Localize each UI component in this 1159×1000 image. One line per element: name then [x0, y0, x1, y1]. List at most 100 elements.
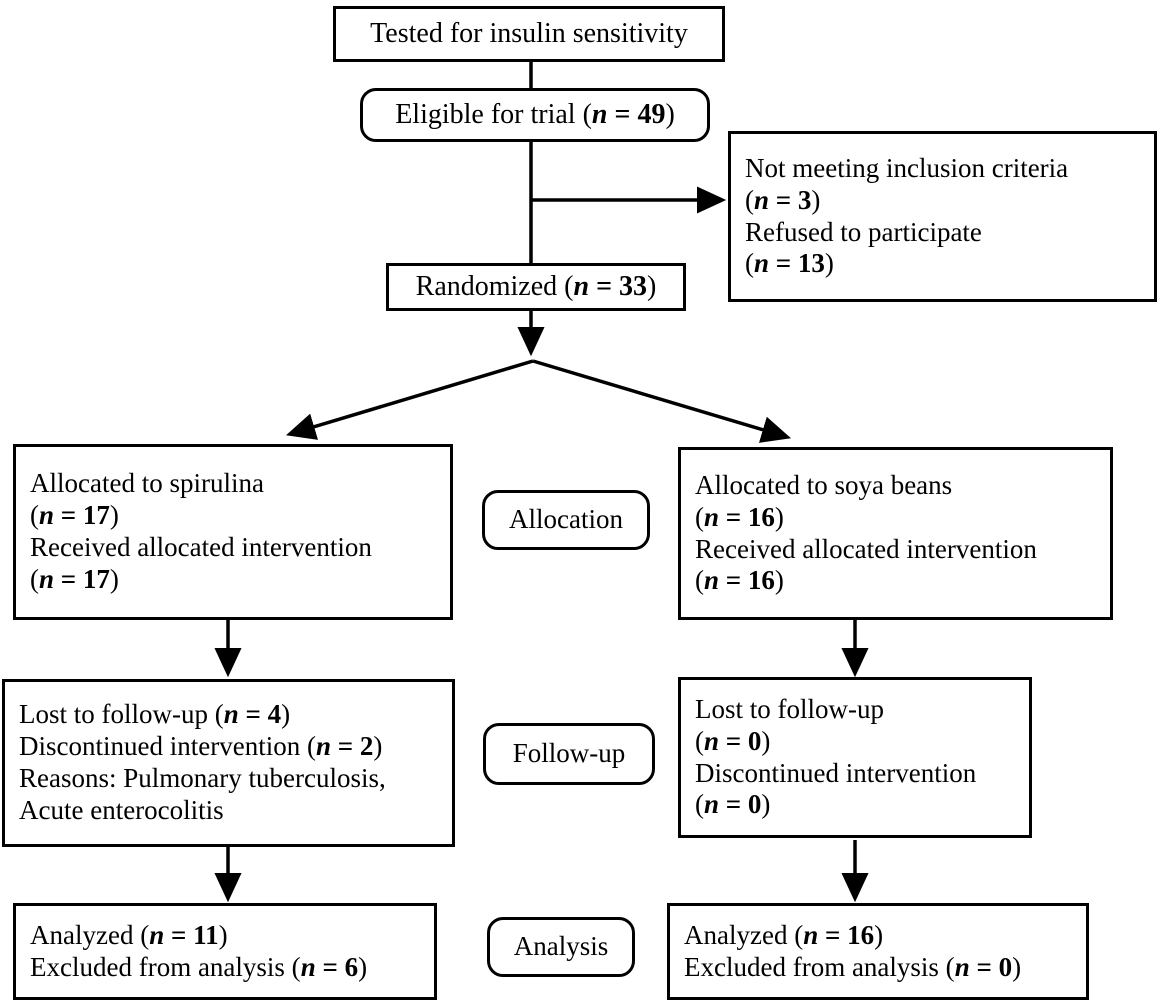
paren-close: ): [358, 951, 368, 982]
stage-label-follow-up-text: Follow-up: [512, 738, 626, 769]
paren-close: ): [774, 565, 784, 596]
paren-close: ): [1012, 951, 1022, 982]
soya-excluded-count: 0: [998, 951, 1013, 982]
equals-sign: =: [607, 99, 638, 131]
stage-label-follow-up: Follow-up: [483, 723, 655, 785]
equals-sign: =: [969, 951, 999, 982]
n-symbol: n: [315, 731, 331, 762]
paren-close: ): [665, 99, 675, 131]
stage-label-analysis-text: Analysis: [513, 931, 609, 962]
follow-up-spirulina-box: Lost to follow-up (n = 4) Discontinued i…: [2, 679, 455, 847]
analysis-left-line-1: Analyzed (n = 11): [16, 920, 228, 952]
spirulina-allocated-count: 17: [82, 500, 110, 531]
paren-close: ): [811, 184, 821, 215]
analysis-left-line-2: Excluded from analysis (n = 6): [16, 952, 367, 984]
paren-open: (: [695, 725, 704, 756]
spirulina-received-count: 17: [82, 563, 110, 594]
stage-label-analysis: Analysis: [487, 917, 635, 977]
n-symbol: n: [39, 500, 55, 531]
paren-close: ): [109, 500, 119, 531]
n-symbol: n: [704, 501, 720, 532]
alloc-left-line-2: (n = 17): [16, 500, 119, 532]
excluded-line-4: (n = 13): [731, 248, 834, 280]
alloc-right-line-3: Received allocated intervention: [695, 533, 1037, 564]
paren-close: ): [647, 271, 657, 303]
excluded-line-1: Not meeting inclusion criteria: [745, 152, 1069, 183]
follow-left-line-4: Acute enterocolitis: [19, 794, 224, 825]
follow-left-line-2: Discontinued intervention (n = 2): [5, 731, 382, 763]
soya-lost-count: 0: [747, 725, 762, 756]
paren-close: ): [824, 248, 834, 279]
refused-to-participate-count: 13: [797, 248, 825, 279]
n-symbol: n: [704, 789, 720, 820]
paren-open: (: [30, 563, 39, 594]
spirulina-analyzed-count: 11: [193, 919, 219, 950]
spirulina-discontinued-count: 2: [359, 731, 374, 762]
paren-close: ): [874, 919, 884, 950]
soya-analyzed-count: 16: [847, 919, 875, 950]
follow-right-line-3: Discontinued intervention: [695, 757, 977, 788]
equals-sign: =: [818, 919, 848, 950]
stage-label-allocation-text: Allocation: [509, 504, 623, 535]
analyzed-text: Analyzed (: [30, 919, 150, 950]
n-symbol: n: [573, 271, 590, 303]
follow-left-line-1: Lost to follow-up (n = 4): [5, 699, 290, 731]
analysis-soya-beans-box: Analyzed (n = 16) Excluded from analysis…: [667, 903, 1089, 1000]
equals-sign: =: [164, 919, 194, 950]
equals-sign: =: [719, 565, 748, 596]
n-symbol: n: [754, 248, 770, 279]
alloc-left-line-4: (n = 17): [16, 564, 119, 596]
soya-received-count: 16: [747, 565, 775, 596]
randomized-text: Randomized (: [415, 271, 574, 303]
paren-open: (: [695, 501, 704, 532]
analysis-right-line-2: Excluded from analysis (n = 0): [670, 952, 1021, 984]
n-symbol: n: [803, 919, 819, 950]
paren-close: ): [218, 919, 228, 950]
follow-up-soya-beans-box: Lost to follow-up (n = 0) Discontinued i…: [678, 677, 1032, 838]
follow-left-line-3: Reasons: Pulmonary tuberculosis,: [19, 763, 386, 793]
n-symbol: n: [300, 951, 316, 982]
not-meeting-inclusion-count: 3: [797, 184, 812, 215]
equals-sign: =: [719, 725, 748, 756]
spirulina-excluded-count: 6: [344, 951, 359, 982]
eligible-for-trial-box: Eligible for trial (n = 49): [360, 88, 710, 142]
paren-close: ): [774, 501, 784, 532]
excluded-reasons-box: Not meeting inclusion criteria (n = 3) R…: [728, 131, 1157, 302]
tested-for-insulin-sensitivity-box: Tested for insulin sensitivity: [333, 6, 725, 62]
follow-left-lost-text: Lost to follow-up (: [19, 699, 224, 730]
connector-split-to-alloc-right: [532, 359, 792, 443]
tested-line-1: Tested for insulin sensitivity: [370, 18, 688, 50]
follow-right-line-1: Lost to follow-up: [695, 693, 884, 724]
eligible-line-1: Eligible for trial (n = 49): [395, 98, 675, 131]
excluded-line-2: (n = 3): [731, 185, 820, 217]
equals-sign: =: [54, 563, 83, 594]
analysis-right-line-1: Analyzed (n = 16): [670, 920, 883, 952]
equals-sign: =: [769, 248, 798, 279]
paren-open: (: [695, 565, 704, 596]
randomized-box: Randomized (n = 33): [386, 263, 686, 311]
paren-close: ): [109, 563, 119, 594]
eligible-text: Eligible for trial (: [395, 99, 592, 131]
analysis-spirulina-box: Analyzed (n = 11) Excluded from analysis…: [13, 903, 437, 1000]
follow-left-discontinued-text: Discontinued intervention (: [19, 731, 316, 762]
alloc-right-line-2: (n = 16): [681, 502, 784, 534]
paren-close: ): [761, 725, 771, 756]
paren-close: ): [281, 699, 291, 730]
equals-sign: =: [719, 789, 748, 820]
soya-discontinued-count: 0: [747, 789, 762, 820]
n-symbol: n: [704, 725, 720, 756]
paren-open: (: [745, 248, 754, 279]
equals-sign: =: [238, 699, 268, 730]
allocated-to-spirulina-box: Allocated to spirulina (n = 17) Received…: [13, 444, 453, 620]
n-symbol: n: [223, 699, 239, 730]
equals-sign: =: [589, 271, 620, 303]
randomized-line-1: Randomized (n = 33): [416, 270, 657, 303]
equals-sign: =: [769, 184, 798, 215]
n-symbol: n: [39, 563, 55, 594]
stage-label-allocation: Allocation: [482, 490, 650, 550]
equals-sign: =: [719, 501, 748, 532]
randomized-count: 33: [619, 271, 648, 303]
n-symbol: n: [704, 565, 720, 596]
follow-right-line-4: (n = 0): [681, 789, 770, 821]
eligible-count: 49: [637, 99, 666, 131]
